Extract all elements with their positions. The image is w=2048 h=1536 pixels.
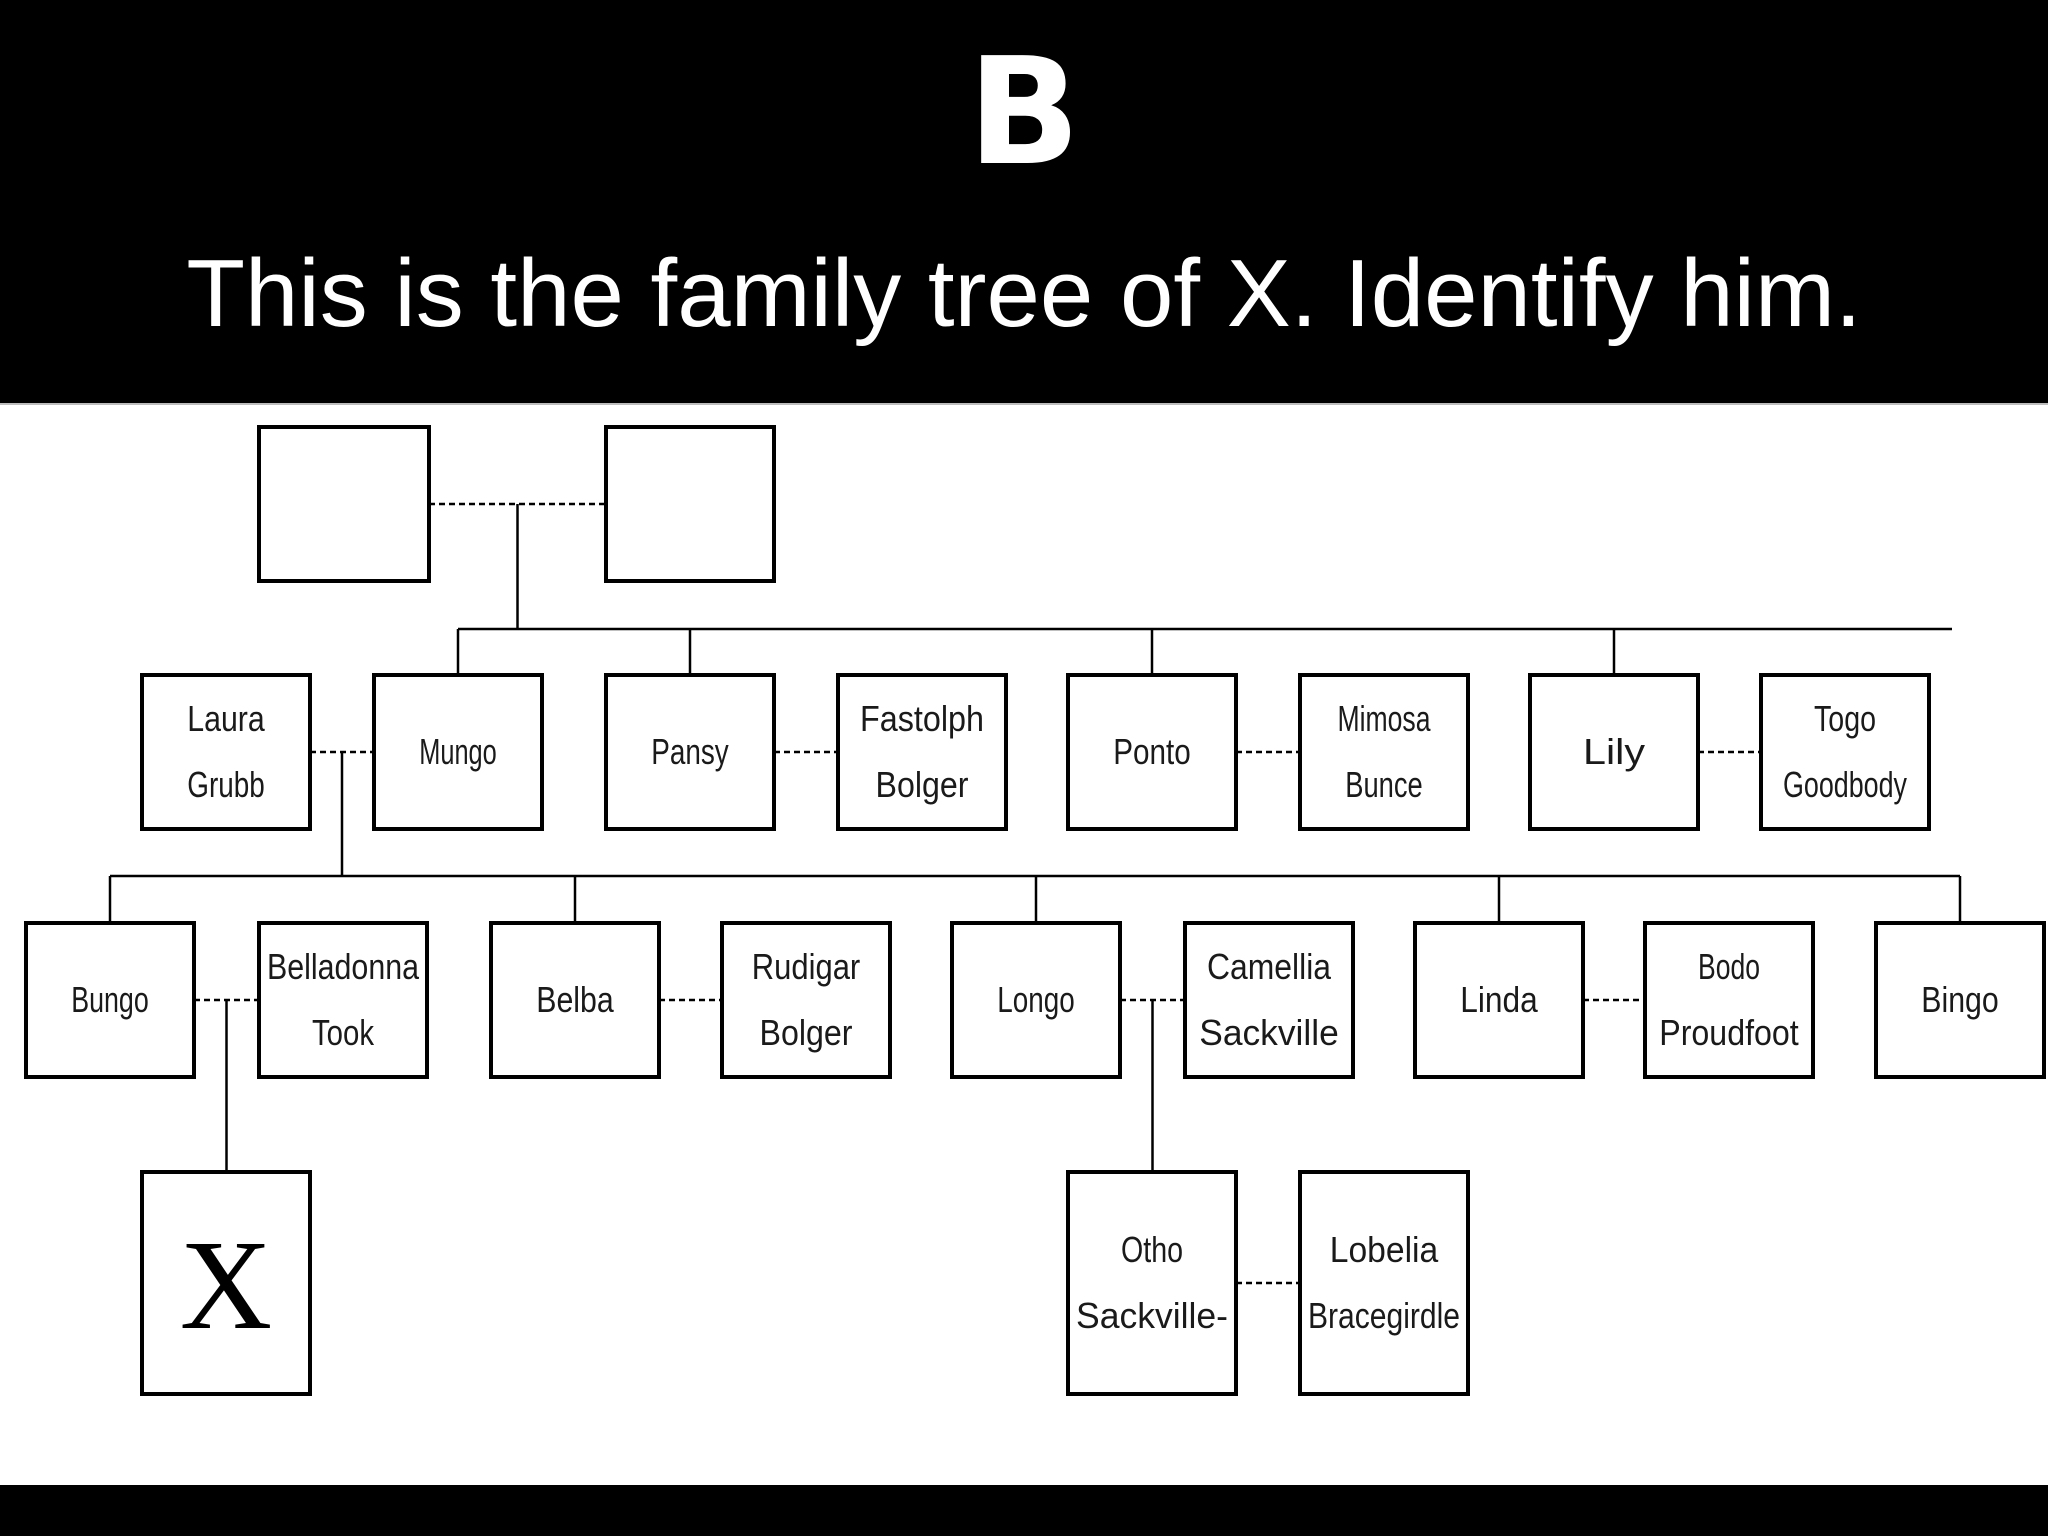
node-box — [1528, 673, 1700, 831]
tree-node-ponto: Ponto — [1066, 673, 1238, 831]
node-label: Bunce — [1345, 764, 1423, 805]
node-label: Mungo — [419, 731, 497, 772]
node-label: Bolger — [760, 1012, 853, 1053]
node-label: Bracegirdle — [1308, 1295, 1460, 1336]
node-box — [1874, 921, 2046, 1079]
node-label: Ponto — [1113, 731, 1191, 772]
node-label: Belba — [536, 979, 614, 1020]
node-label: Rudigar — [752, 946, 861, 987]
node-label: Sackville- — [1076, 1295, 1228, 1336]
node-label: Took — [312, 1012, 375, 1053]
node-label: Lobelia — [1330, 1229, 1439, 1270]
tree-node-linda: Linda — [1413, 921, 1585, 1079]
node-label: Lily — [1583, 731, 1645, 772]
node-label: Togo — [1814, 698, 1876, 739]
node-box — [257, 425, 431, 583]
tree-node-mungo: Mungo — [372, 673, 544, 831]
question-text: This is the family tree of X. Identify h… — [186, 240, 1862, 347]
node-label: Pansy — [651, 731, 729, 772]
tree-node-longo: Longo — [950, 921, 1122, 1079]
node-box — [1643, 921, 1815, 1079]
node-box — [950, 921, 1122, 1079]
tree-node-lily: Lily — [1528, 673, 1700, 831]
tree-node-gp2 — [604, 425, 776, 583]
tree-node-belba: Belba — [489, 921, 661, 1079]
node-label: Sackville — [1199, 1012, 1339, 1053]
tree-node-bungo: Bungo — [24, 921, 196, 1079]
node-box — [140, 673, 312, 831]
node-label: X — [180, 1214, 272, 1356]
footer-band — [0, 1485, 2048, 1536]
node-label: Mimosa — [1338, 698, 1432, 739]
node-box — [604, 673, 776, 831]
node-label: Linda — [1460, 979, 1538, 1020]
tree-node-gp1 — [257, 425, 431, 583]
node-label: Goodbody — [1783, 764, 1907, 805]
node-label: Otho — [1121, 1229, 1183, 1270]
tree-node-bingo: Bingo — [1874, 921, 2046, 1079]
node-label: Bungo — [71, 979, 149, 1020]
node-label: Bingo — [1921, 979, 1999, 1020]
node-box — [24, 921, 196, 1079]
header-band: B This is the family tree of X. Identify… — [0, 0, 2048, 403]
node-box — [1298, 1170, 1470, 1396]
node-label: Proudfoot — [1659, 1012, 1799, 1053]
node-box — [1066, 1170, 1238, 1396]
node-box — [604, 425, 776, 583]
node-box — [1183, 921, 1355, 1079]
slide-letter: B — [967, 26, 1081, 198]
node-box — [1066, 673, 1238, 831]
node-label: Longo — [997, 979, 1075, 1020]
node-label: Belladonna — [267, 946, 420, 987]
node-box — [836, 673, 1008, 831]
node-label: Laura — [187, 698, 265, 739]
node-box — [140, 1170, 312, 1396]
node-box — [1413, 921, 1585, 1079]
node-label: Grubb — [187, 764, 265, 805]
node-box — [372, 673, 544, 831]
tree-node-pansy: Pansy — [604, 673, 776, 831]
node-label: Bodo — [1698, 946, 1760, 987]
node-label: Bolger — [876, 764, 969, 805]
node-box — [1759, 673, 1931, 831]
node-label: Fastolph — [860, 698, 984, 739]
node-label: Camellia — [1207, 946, 1332, 987]
node-box — [720, 921, 892, 1079]
node-box — [1298, 673, 1470, 831]
node-box — [257, 921, 429, 1079]
tree-links — [108, 502, 1962, 1285]
tree-node-x: X — [140, 1170, 312, 1396]
node-box — [489, 921, 661, 1079]
